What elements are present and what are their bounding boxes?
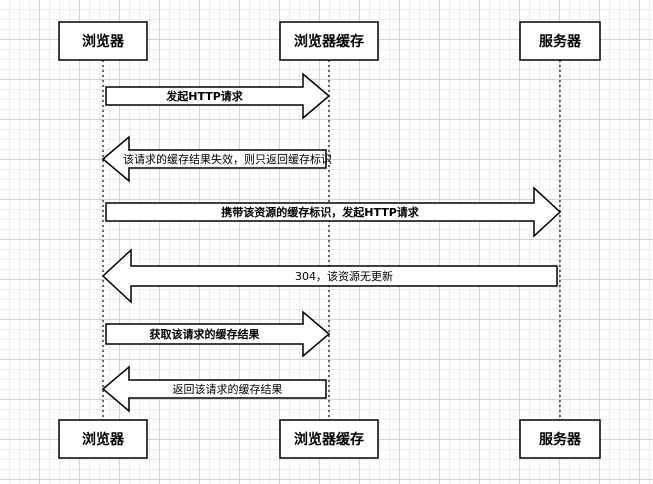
participant-cache-bottom: 浏览器缓存 (279, 419, 379, 459)
arrow-shape (101, 365, 327, 413)
participant-box (58, 419, 148, 459)
participant-box (519, 21, 601, 61)
participant-box (58, 21, 148, 61)
participant-browser-top: 浏览器 (58, 21, 148, 61)
participant-server-bottom: 服务器 (519, 419, 601, 459)
message-arrow-5: 获取该请求的缓存结果 (105, 310, 331, 358)
arrow-shape (105, 186, 562, 238)
participant-box (279, 21, 379, 61)
message-arrow-4: 304，该资源无更新 (101, 248, 558, 304)
message-arrow-2: 该请求的缓存结果失效，则只返回缓存标识 (101, 135, 332, 183)
participant-box (519, 419, 601, 459)
message-label: 发起HTTP请求 (165, 89, 244, 103)
arrow-shape (105, 72, 331, 120)
message-label: 304，该资源无更新 (295, 269, 393, 283)
message-label: 该请求的缓存结果失效，则只返回缓存标识 (123, 152, 332, 166)
arrow-shape (101, 248, 558, 304)
participant-cache-top: 浏览器缓存 (279, 21, 379, 61)
participant-label: 浏览器缓存 (294, 33, 364, 50)
participant-box (279, 419, 379, 459)
message-label: 返回该请求的缓存结果 (173, 382, 283, 396)
message-arrow-1: 发起HTTP请求 (105, 72, 331, 120)
participant-server-top: 服务器 (519, 21, 601, 61)
participant-label: 浏览器 (82, 33, 125, 50)
message-arrow-3: 携带该资源的缓存标识，发起HTTP请求 (105, 186, 562, 238)
message-label: 携带该资源的缓存标识，发起HTTP请求 (221, 205, 420, 219)
arrow-shape (105, 310, 331, 358)
participant-label: 浏览器 (82, 431, 125, 448)
participant-label: 浏览器缓存 (294, 431, 364, 448)
message-arrow-6: 返回该请求的缓存结果 (101, 365, 327, 413)
participant-label: 服务器 (539, 431, 582, 448)
participant-label: 服务器 (539, 33, 582, 50)
participant-browser-bottom: 浏览器 (58, 419, 148, 459)
arrow-shape (101, 135, 327, 183)
message-label: 获取该请求的缓存结果 (150, 327, 260, 341)
